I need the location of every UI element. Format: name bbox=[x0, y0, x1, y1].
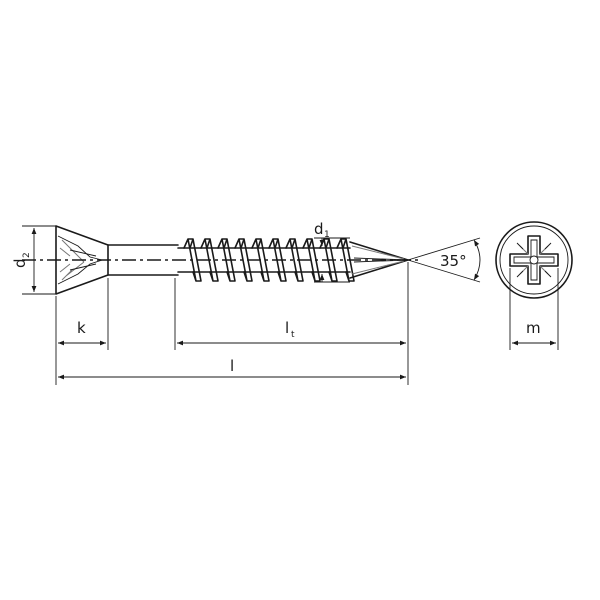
dimension-m: m bbox=[509, 268, 559, 350]
label-d2-sub: 2 bbox=[22, 252, 32, 258]
label-lt-sub: t bbox=[291, 330, 295, 340]
screw-head-end-view bbox=[495, 221, 573, 299]
screw-shank bbox=[107, 244, 179, 276]
dimension-k: k bbox=[55, 278, 109, 350]
dimension-angle: 35° bbox=[407, 237, 481, 283]
dimension-lt: l t bbox=[174, 262, 409, 385]
dimension-d2: d 2 bbox=[11, 225, 56, 295]
dimension-d1: d 1 bbox=[314, 220, 350, 283]
label-d1: d bbox=[314, 220, 324, 238]
label-k: k bbox=[77, 319, 86, 337]
label-angle: 35° bbox=[440, 252, 467, 270]
label-d2: d bbox=[11, 258, 29, 268]
dimension-l: l bbox=[55, 350, 406, 385]
label-m: m bbox=[526, 319, 541, 337]
label-l: l bbox=[230, 357, 234, 375]
label-d1-sub: 1 bbox=[324, 230, 330, 240]
label-lt: l bbox=[285, 319, 289, 337]
head-outer-circle bbox=[495, 221, 573, 299]
